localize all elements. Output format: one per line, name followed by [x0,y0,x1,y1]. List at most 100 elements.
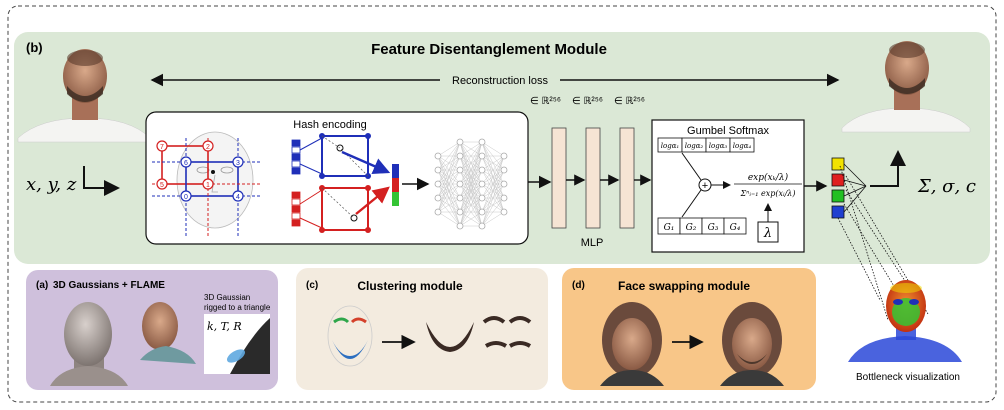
nn-edge [459,141,483,185]
panel-a-params: k, T, R [207,320,242,333]
reconstruction-label-bg [440,72,560,88]
output-head-image [841,41,971,133]
eyebrow-cluster-left [482,316,506,324]
bottleneck-merge-line [843,185,867,213]
nn-node [478,138,486,146]
bottleneck-square [831,173,845,187]
mlp-layer-2 [585,127,601,229]
nn-edge [459,183,483,227]
panel-d-title: Face swapping module [618,279,750,293]
grid-vertex-label: 7 [160,144,164,151]
hash-table-cell [291,153,301,161]
noise-label: G₂ [686,223,697,233]
logit-label: logα₁ [661,142,680,150]
noise-to-sum-line [681,189,702,218]
grid-vertex-label: 6 [184,160,188,167]
nn-edge [459,169,483,227]
nn-edge [459,141,483,199]
nn-node [434,194,442,202]
gaussian-head [140,302,196,364]
nn-node [434,180,442,188]
input-label: x, y, z [26,174,77,195]
panel-a-note-1: 3D Gaussian [204,293,250,302]
nn-edge [437,141,461,171]
bottleneck-point-cloud [848,280,962,362]
gumbel-title: Gumbel Softmax [687,125,769,137]
logit-label: logα₂ [685,142,704,150]
nn-edge [437,183,461,213]
grid-vertex-1 [202,178,214,190]
nn-node [500,180,508,188]
softmax-numerator: exp(xₖ/λ) [748,172,789,183]
nn-node [500,152,508,160]
output-arrow [870,150,906,187]
input-head-image [17,49,151,143]
bottleneck-square [831,157,845,171]
panel-c-title: Clustering module [357,279,463,293]
nn-node [456,194,464,202]
panel-c-tag: (c) [306,280,318,291]
mlp-dim-3: ∈ ℝ²⁵⁶ [614,96,645,107]
mlp-dim-1: ∈ ℝ²⁵⁶ [530,96,561,107]
lambda-label: λ [763,226,772,241]
grid-vertex-label: 4 [236,194,240,201]
grid-vertex-4 [232,190,244,202]
noise-cell [723,217,747,235]
bottleneck-squares [831,157,867,219]
mustache-cluster-right [508,341,532,348]
swapped-face [720,302,784,386]
bottleneck-dotted-line [837,217,881,301]
bottleneck-merge-line [843,163,867,187]
nn-edge [437,169,461,213]
input-arrow [83,166,120,196]
nn-edge [459,197,483,227]
logit-cell [729,137,755,153]
bottleneck-merge-line [843,179,867,187]
nn-edge [459,141,483,171]
gaussian-triangle-mesh [230,318,270,374]
nn-edge [481,141,505,157]
nn-edge [459,211,483,227]
nn-node [478,166,486,174]
output-label: Σ, σ, c [917,176,976,197]
logit-label: logα₄ [733,142,752,150]
nn-edge [481,155,505,227]
mlp-label: MLP [581,237,604,249]
red-interpolation-cell [299,185,371,233]
panel-b-tag: (b) [26,40,43,55]
panel-a-title: 3D Gaussians + FLAME [53,280,165,291]
panel-c-background [296,268,548,390]
nn-node [500,194,508,202]
nn-edge [437,141,461,199]
grid-vertex-0 [180,190,192,202]
hash-table-cell [291,160,301,168]
nn-node [456,138,464,146]
grid-vertex-2 [202,140,214,152]
nn-edge [481,197,505,227]
mustache-cluster-left [484,341,508,348]
hash-table-cell [291,205,301,213]
grid-vertex-label: 5 [160,182,164,189]
nn-edge [481,155,505,199]
nn-edge [437,197,461,213]
mlp-layer-3 [619,127,635,229]
bottleneck-label: Bottleneck visualization [856,372,960,383]
grid-vertex-label: 2 [206,144,210,151]
nn-edge [437,141,461,157]
logit-to-sum-line [681,152,702,181]
mlp-layer-1 [551,127,567,229]
nn-node [434,208,442,216]
nn-node [456,152,464,160]
panel-b-title: Feature Disentanglement Module [371,41,607,58]
source-face [600,302,664,386]
blue-feature-arrow [341,150,391,174]
clustered-face-sketch [327,305,373,367]
panel-a-note-2: rigged to a triangle [204,303,271,312]
nn-node [456,208,464,216]
nn-node [478,152,486,160]
panel-a-tag: (a) [36,280,48,291]
nn-edge [481,183,505,227]
